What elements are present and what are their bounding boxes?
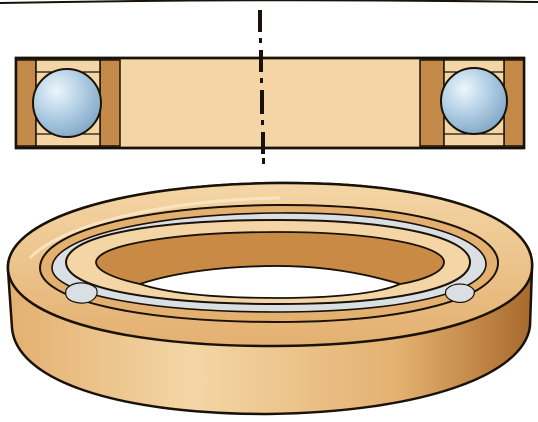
top-edge-line — [0, 0, 538, 3]
visible-ball-left — [66, 283, 97, 303]
perspective-bearing-view — [8, 183, 532, 414]
right-ball — [441, 68, 507, 134]
visible-ball-right — [445, 284, 474, 302]
right-ball-section — [420, 60, 524, 146]
left-ball — [33, 69, 101, 137]
cross-section-view — [16, 58, 524, 148]
left-ball-section — [16, 60, 120, 146]
